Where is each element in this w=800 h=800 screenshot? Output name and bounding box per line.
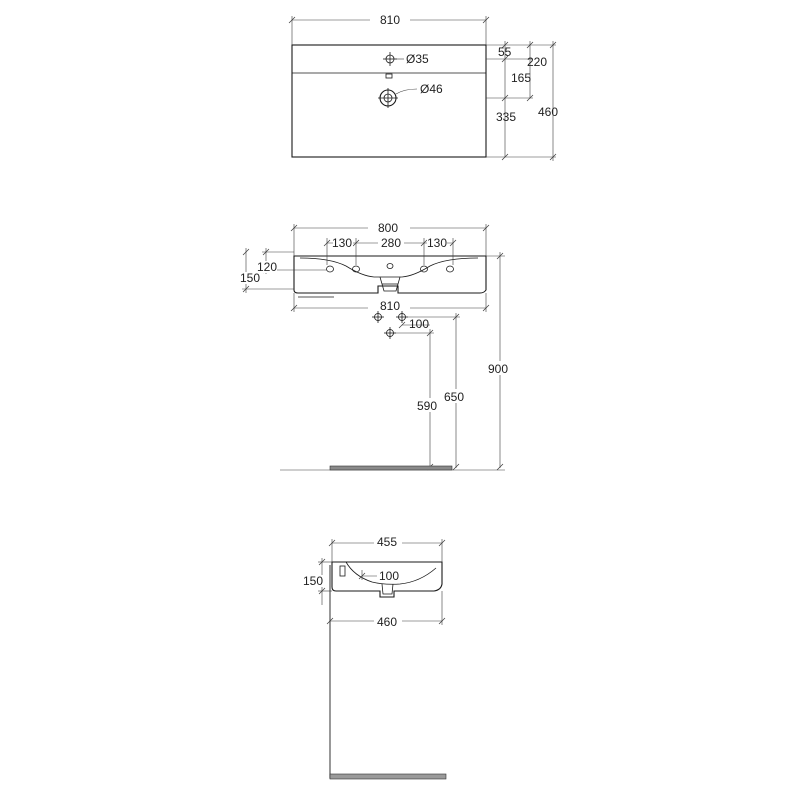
side-dim-100-label: 100 (379, 569, 399, 583)
width-label: 810 (380, 13, 400, 27)
side-view: 455 100 150 460 (302, 534, 447, 780)
drain-symbol (378, 88, 398, 108)
side-dim-150-label: 150 (303, 574, 323, 588)
overflow-slot (385, 73, 393, 79)
height-900-label: 900 (488, 362, 508, 376)
tap-hole-right (446, 265, 454, 273)
tap-spacing-right-label: 130 (427, 236, 447, 250)
height-590-label: 590 (417, 399, 437, 413)
basin-outline-front (293, 255, 487, 294)
front-width-810-label: 810 (380, 299, 400, 313)
tap-hole-left (326, 265, 334, 273)
front-dim-120-label: 120 (257, 260, 277, 274)
depth-label: 460 (538, 105, 558, 119)
basin-outline-side (331, 561, 443, 598)
front-dim-150-label: 150 (240, 271, 260, 285)
side-depth-455-label: 455 (377, 535, 397, 549)
height-650-label: 650 (444, 390, 464, 404)
tap-side (339, 565, 346, 577)
drain-label: Ø46 (420, 82, 443, 96)
waste-trap (379, 276, 401, 292)
dim-335-label: 335 (496, 110, 516, 124)
dim-165-label: 165 (511, 71, 531, 85)
tap-hole-label: Ø35 (406, 52, 429, 66)
basin-inner-curve (299, 257, 479, 278)
supply-symbol-right (396, 311, 408, 323)
tap-hole-left-inner (352, 265, 360, 273)
waste-trap-side (381, 583, 394, 595)
drain-leader (395, 88, 418, 95)
front-width-800-label: 800 (378, 221, 398, 235)
basin-outline-top (291, 44, 487, 158)
wall-base (329, 773, 447, 780)
tap-hole-right-inner (420, 265, 428, 273)
dim-55-label: 55 (498, 45, 512, 59)
dim-220-label: 220 (527, 55, 547, 69)
basin-inner-side (345, 561, 437, 585)
front-view: 800 130 280 130 120 150 (240, 220, 513, 471)
tap-spacing-mid-label: 280 (381, 236, 401, 250)
top-view: Ø35 Ø46 810 55 (288, 12, 558, 161)
supply-symbol-left (372, 311, 384, 323)
tap-spacing-left-label: 130 (332, 236, 352, 250)
front-dim-100-label: 100 (409, 317, 429, 331)
side-depth-460-label: 460 (377, 615, 397, 629)
tap-hole-center (386, 263, 394, 269)
floor-hatch (329, 465, 453, 471)
